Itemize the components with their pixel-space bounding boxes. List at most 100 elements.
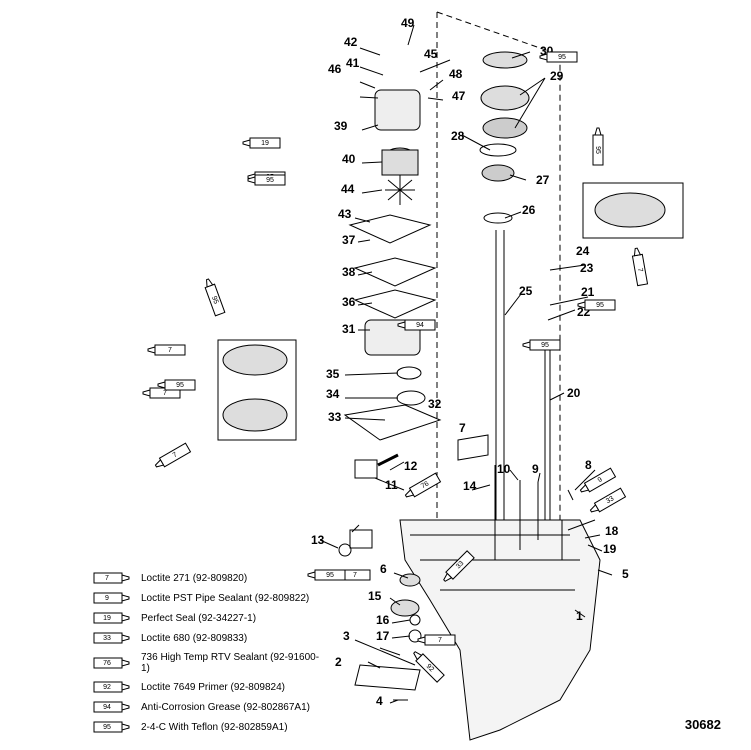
- callout-20: 20: [567, 386, 581, 400]
- svg-text:76: 76: [103, 660, 111, 667]
- compound-tube-icon: 94: [93, 701, 130, 713]
- compound-tube-icon: 95: [204, 278, 226, 317]
- svg-text:7: 7: [105, 575, 109, 582]
- callout-9: 9: [532, 462, 539, 476]
- pump-body: [374, 89, 421, 131]
- callout-16: 16: [376, 613, 390, 627]
- bolt-8: [567, 489, 574, 501]
- callout-12: 12: [404, 459, 418, 473]
- callout-23: 23: [580, 261, 594, 275]
- callout-3: 3: [343, 629, 350, 643]
- tube-code: 95: [558, 54, 566, 61]
- bearing-29: [482, 117, 528, 139]
- compound-tube-icon: 95: [93, 721, 130, 733]
- compound-tube-icon: 95: [307, 569, 346, 581]
- callout-27: 27: [536, 173, 550, 187]
- block-11: [349, 529, 373, 549]
- cup-30: [482, 51, 528, 69]
- callout-6: 6: [380, 562, 387, 576]
- callout-11: 11: [385, 478, 398, 492]
- compound-tube-icon: 7: [154, 442, 192, 468]
- callout-36: 36: [342, 295, 356, 309]
- driveshaft: [495, 230, 505, 520]
- tube-code: 95: [541, 342, 549, 349]
- callout-45: 45: [424, 47, 438, 61]
- tube-code: 76: [420, 480, 430, 490]
- compound-tube-icon: 92: [413, 651, 445, 683]
- compound-tube-icon: 33: [93, 632, 130, 644]
- compound-tube-icon: 76: [93, 657, 130, 669]
- callout-10: 10: [497, 462, 511, 476]
- callout-31: 31: [342, 322, 356, 336]
- compound-tube-icon: 76: [404, 472, 442, 498]
- shim-26: [483, 212, 513, 224]
- callout-35: 35: [326, 367, 340, 381]
- tube-code: 95: [266, 177, 274, 184]
- tube-code: 95: [210, 295, 219, 305]
- oring-34: [396, 390, 426, 406]
- block-11b: [354, 459, 378, 479]
- svg-text:92: 92: [103, 684, 111, 691]
- callout-34: 34: [326, 387, 340, 401]
- legend-label: 2-4-C With Teflon (92-802859A1): [141, 721, 288, 733]
- svg-text:94: 94: [103, 704, 111, 711]
- callout-2: 2: [335, 655, 342, 669]
- shift-shaft: [544, 340, 551, 540]
- tube-code: 7: [168, 347, 172, 354]
- compound-tube-icon: 33: [589, 487, 627, 513]
- callout-29: 29: [550, 69, 564, 83]
- callout-25: 25: [519, 284, 533, 298]
- callout-17: 17: [376, 629, 390, 643]
- washer-16: [409, 614, 421, 626]
- seal-35: [396, 366, 422, 380]
- tube-code: 94: [416, 322, 424, 329]
- callout-15: 15: [368, 589, 382, 603]
- callout-19: 19: [603, 542, 617, 556]
- callout-14: 14: [463, 479, 477, 493]
- callout-48: 48: [449, 67, 463, 81]
- legend-row: 33 Loctite 680 (92-809833): [93, 629, 247, 647]
- callout-43: 43: [338, 207, 352, 221]
- legend-row: 95 2-4-C With Teflon (92-802859A1): [93, 718, 288, 736]
- callout-40: 40: [342, 152, 356, 166]
- tube-code: 95: [596, 302, 604, 309]
- callout-37: 37: [342, 233, 356, 247]
- nut-13: [338, 543, 352, 557]
- legend-label: Perfect Seal (92-34227-1): [141, 612, 257, 624]
- compound-tube-icon: 9: [93, 592, 130, 604]
- compound-tube-icon: 7: [631, 247, 649, 287]
- impeller: [385, 175, 415, 205]
- callout-47: 47: [452, 89, 466, 103]
- tube-code: 7: [163, 390, 167, 397]
- legend-row: 94 Anti-Corrosion Grease (92-802867A1): [93, 698, 310, 716]
- tube-code: 9: [597, 476, 604, 484]
- compound-tube-icon: 7: [417, 634, 456, 646]
- compound-tube-icon: 95: [592, 127, 604, 166]
- callout-41: 41: [346, 56, 360, 70]
- legend-row: 7 Loctite 271 (92-809820): [93, 569, 247, 587]
- callout-42: 42: [344, 35, 358, 49]
- figure-number: 30682: [684, 717, 721, 732]
- callout-28: 28: [451, 129, 465, 143]
- svg-text:95: 95: [103, 724, 111, 731]
- compound-tube-icon: 95: [157, 379, 196, 391]
- callout-5: 5: [622, 567, 629, 581]
- legend-label: Loctite PST Pipe Sealant (92-809822): [141, 592, 310, 604]
- compound-tube-icon: 95: [539, 51, 578, 63]
- legend-label: 736 High Temp RTV Sealant (92-91600-1): [141, 652, 320, 674]
- compound-tube-icon: 94: [397, 319, 436, 331]
- callout-33: 33: [328, 410, 342, 424]
- svg-text:19: 19: [103, 615, 111, 622]
- legend-label: Loctite 680 (92-809833): [141, 632, 248, 644]
- anode-3: [354, 639, 416, 666]
- tube-code: 95: [326, 572, 334, 579]
- callout-26: 26: [522, 203, 536, 217]
- callout-13: 13: [311, 533, 325, 547]
- legend-row: 92 Loctite 7649 Primer (92-809824): [93, 678, 285, 696]
- callout-32: 32: [428, 397, 442, 411]
- race-28: [479, 143, 517, 157]
- callout-18: 18: [605, 524, 619, 538]
- callout-49: 49: [401, 16, 415, 30]
- cup-29: [480, 85, 530, 111]
- compound-tube-icon: 7: [147, 344, 186, 356]
